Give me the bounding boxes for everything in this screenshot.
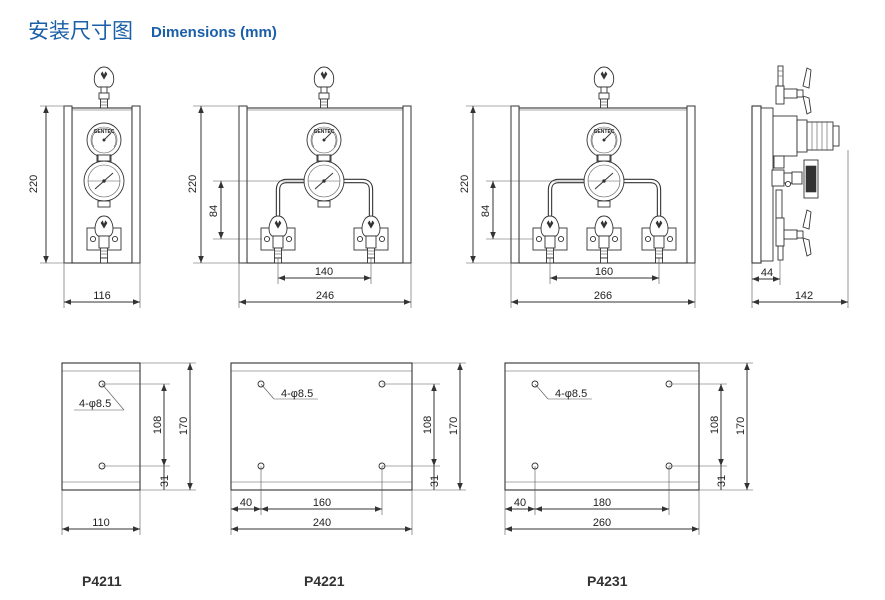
- front-view-p4221: GENTEC 220 84 140 246: [187, 66, 412, 308]
- hole-spacing-v-dim: 108: [422, 416, 434, 434]
- mount-view-p4231: 4-φ8.5 108 170 31 40 180 260: [504, 362, 753, 535]
- front-depth-dim: 84: [480, 205, 492, 217]
- title-chinese: 安装尺寸图: [28, 19, 133, 43]
- hole-spacing-h-dim: 180: [593, 497, 611, 509]
- hole-label: 4-φ8.5: [555, 388, 587, 400]
- side-width-dim: 142: [795, 290, 813, 302]
- hole-spacing-h-dim: 160: [313, 497, 331, 509]
- title-english: Dimensions (mm): [151, 24, 277, 41]
- side-view: 44 142: [751, 65, 849, 308]
- hole-label: 4-φ8.5: [281, 388, 313, 400]
- svg-text:GENTEC: GENTEC: [594, 129, 615, 135]
- front-width-dim: 246: [316, 290, 334, 302]
- hole-spacing-v-dim: 108: [709, 416, 721, 434]
- model-label-p4231: P4231: [587, 573, 628, 589]
- front-width-dim: 116: [93, 290, 111, 302]
- front-height-dim: 220: [187, 175, 199, 193]
- left-offset-dim: 40: [514, 497, 526, 509]
- mount-height-dim: 170: [178, 417, 190, 435]
- left-offset-dim: 40: [240, 497, 252, 509]
- outlet-spacing-dim: 160: [595, 266, 613, 278]
- front-height-dim: 220: [28, 175, 40, 193]
- front-view-p4211: GENTEC 220 116: [28, 66, 141, 308]
- mount-width-dim: 240: [313, 517, 331, 529]
- hole-label: 4-φ8.5: [79, 398, 111, 410]
- mount-width-dim: 260: [593, 517, 611, 529]
- outlet-spacing-dim: 140: [315, 266, 333, 278]
- model-label-p4221: P4221: [304, 573, 345, 589]
- mount-view-p4221: 4-φ8.5 108 170 31 40 160 240: [230, 362, 466, 535]
- bottom-offset-dim: 31: [429, 475, 441, 487]
- front-view-p4231: GENTEC 220 84 160 266: [459, 66, 696, 308]
- hole-spacing-v-dim: 108: [152, 416, 164, 434]
- svg-text:GENTEC: GENTEC: [94, 129, 115, 135]
- bottom-offset-dim: 31: [716, 475, 728, 487]
- bottom-offset-dim: 31: [159, 475, 171, 487]
- front-height-dim: 220: [459, 175, 471, 193]
- side-offset-dim: 44: [761, 267, 773, 279]
- front-depth-dim: 84: [208, 205, 220, 217]
- mount-width-dim: 110: [92, 517, 110, 529]
- front-width-dim: 266: [594, 290, 612, 302]
- mount-height-dim: 170: [448, 417, 460, 435]
- mount-height-dim: 170: [735, 417, 747, 435]
- svg-text:GENTEC: GENTEC: [314, 129, 335, 135]
- model-label-p4211: P4211: [82, 573, 122, 589]
- mount-view-p4211: 4-φ8.5 108 170 31 110: [61, 362, 196, 535]
